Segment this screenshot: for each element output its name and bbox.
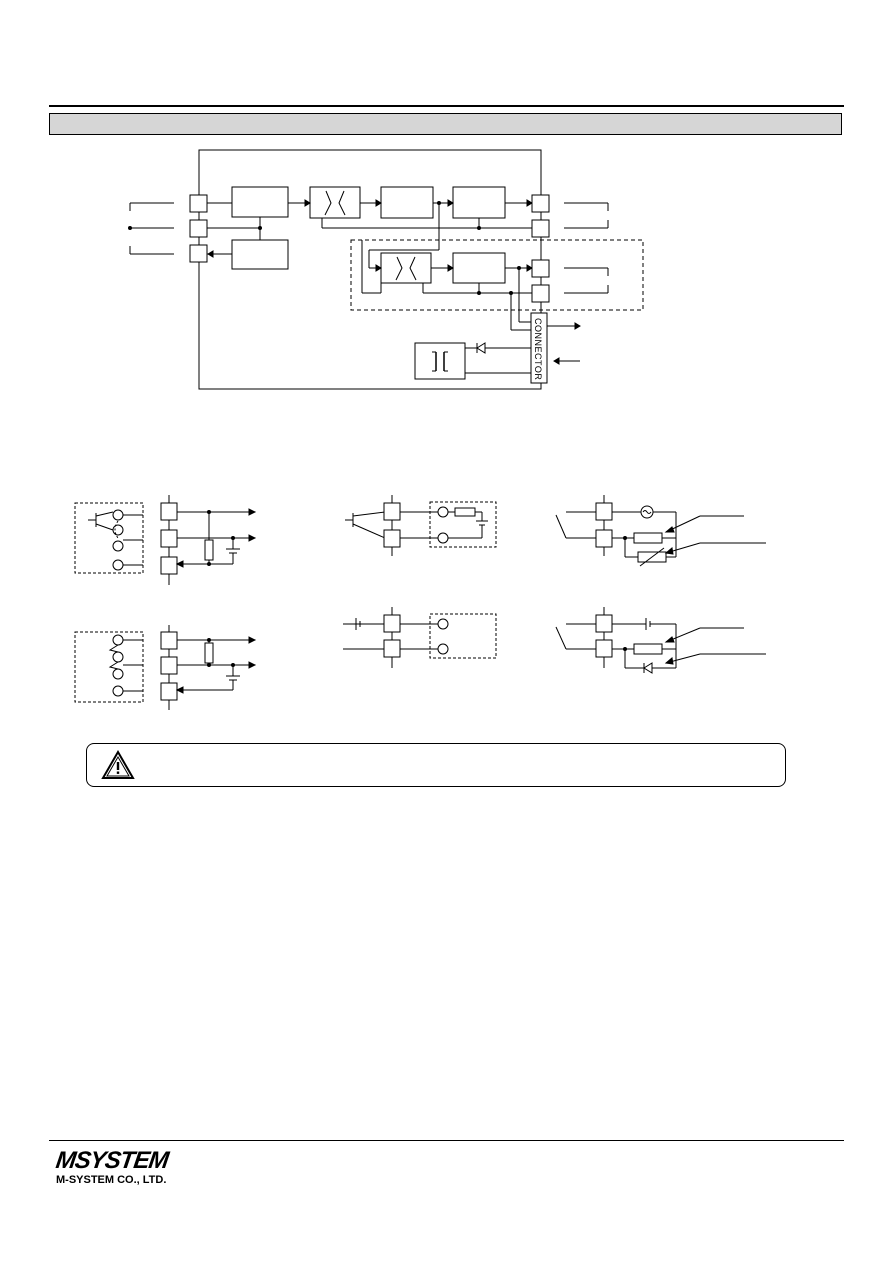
warning-triangle-icon (101, 750, 135, 779)
wiring-sensor-transistor (74, 495, 257, 585)
wiring-relay-ac (555, 495, 766, 567)
company-logo: MSYSTEM M-SYSTEM CO., LTD. (54, 1147, 170, 1187)
block-diagram (128, 149, 644, 390)
wiring-relay-dc (555, 607, 766, 674)
terminal-out-3 (531, 259, 550, 278)
wiring-output-transistor (345, 495, 497, 556)
connector-label: CONNECTOR (533, 317, 543, 381)
section-header-bar (49, 113, 842, 135)
terminal-out-4 (531, 284, 550, 303)
power-supply-block (414, 342, 466, 380)
footer-rule (49, 1140, 844, 1141)
company-name: M-SYSTEM CO., LTD. (56, 1174, 167, 1186)
terminal-out-2 (531, 219, 550, 238)
top-rule (49, 105, 844, 107)
wiring-output-battery (343, 607, 497, 668)
brand-mark: MSYSTEM (54, 1147, 170, 1174)
wiring-sensor-contact (74, 625, 257, 710)
option-output-area (350, 239, 644, 311)
wiring-diagrams (74, 495, 766, 710)
terminal-out-1 (531, 194, 550, 213)
caution-box (86, 743, 786, 787)
